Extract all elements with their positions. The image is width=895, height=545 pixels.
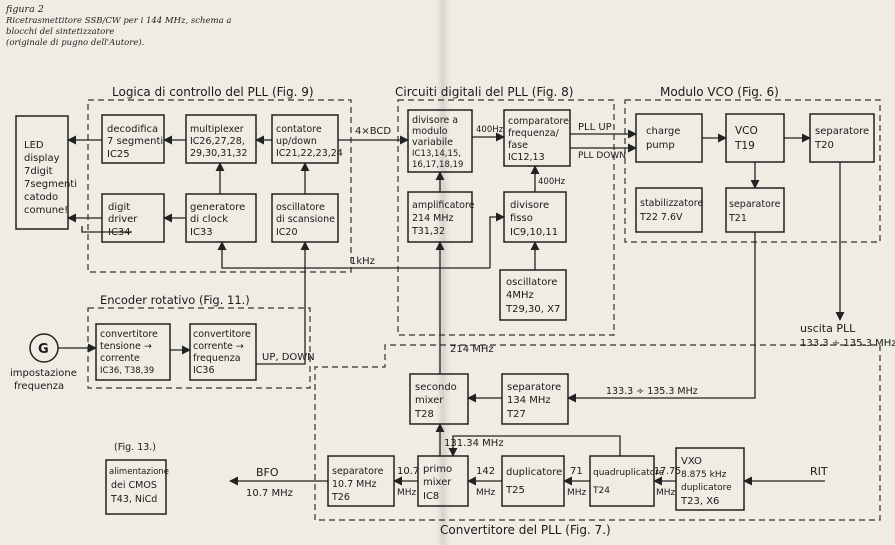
section-digital bbox=[397, 99, 615, 336]
figure-number: figura 2 bbox=[6, 4, 44, 15]
title-encoder: Encoder rotativo (Fig. 11.) bbox=[100, 293, 250, 307]
connections bbox=[58, 129, 845, 486]
caption: figura 2 Ricetrasmettitore SSB/CW per i … bbox=[6, 4, 246, 49]
label-400hz-a: 400Hz bbox=[476, 125, 504, 135]
label-4xbcd: 4×BCD bbox=[355, 126, 391, 137]
label-107-b: MHz bbox=[397, 488, 417, 498]
label-bfo-freq: 10.7 MHz bbox=[246, 488, 293, 499]
label-1775-b: MHz bbox=[656, 488, 676, 498]
section-logic bbox=[87, 99, 352, 273]
label-pll-output-range: 133.3 ÷ 135.3 MHz bbox=[800, 338, 895, 349]
label-214mhz: 214 MHz bbox=[450, 344, 494, 355]
label-71-b: MHz bbox=[567, 488, 587, 498]
title-digital: Circuiti digitali del PLL (Fig. 8) bbox=[395, 85, 573, 99]
page-gutter bbox=[436, 0, 450, 545]
label-131mhz: 131.34 MHz bbox=[444, 438, 504, 449]
caption-line-1: Ricetrasmettitore SSB/CW per i 144 MHz, … bbox=[6, 16, 232, 37]
section-vco bbox=[624, 99, 881, 243]
title-vco: Modulo VCO (Fig. 6) bbox=[660, 85, 779, 99]
label-1775-a: 17.75 bbox=[654, 466, 681, 477]
label-pll-output: uscita PLL bbox=[800, 322, 856, 335]
block-led-display: LED display 7digit 7segmenti catodo comu… bbox=[15, 115, 80, 230]
label-142-a: 142 bbox=[476, 466, 495, 477]
svg-text:LED display 7d: LED display 7digit 7segmenti catodo comu… bbox=[24, 140, 80, 216]
svg-text:G: G bbox=[38, 342, 49, 357]
label-400hz-b: 400Hz bbox=[538, 177, 566, 187]
label-71-a: 71 bbox=[570, 466, 583, 477]
frequency-knob: G bbox=[29, 333, 59, 363]
label-pll-up: PLL UP bbox=[578, 122, 612, 133]
label-107-a: 10.7 bbox=[397, 466, 419, 477]
section-converter bbox=[314, 344, 881, 521]
label-bfo: BFO bbox=[256, 466, 279, 479]
label-142-b: MHz bbox=[476, 488, 496, 498]
caption-line-2: (originale di pugno dell'Autore). bbox=[6, 38, 145, 48]
title-converter: Convertitore del PLL (Fig. 7.) bbox=[440, 523, 611, 537]
label-up-down: UP, DOWN bbox=[262, 352, 315, 363]
label-range-133: 133.3 ÷ 135.3 MHz bbox=[606, 386, 698, 397]
title-logic: Logica di controllo del PLL (Fig. 9) bbox=[112, 85, 314, 99]
label-pll-down: PLL DOWN bbox=[578, 151, 626, 161]
label-rit: RIT bbox=[810, 465, 828, 478]
label-1khz: 1kHz bbox=[350, 256, 375, 267]
